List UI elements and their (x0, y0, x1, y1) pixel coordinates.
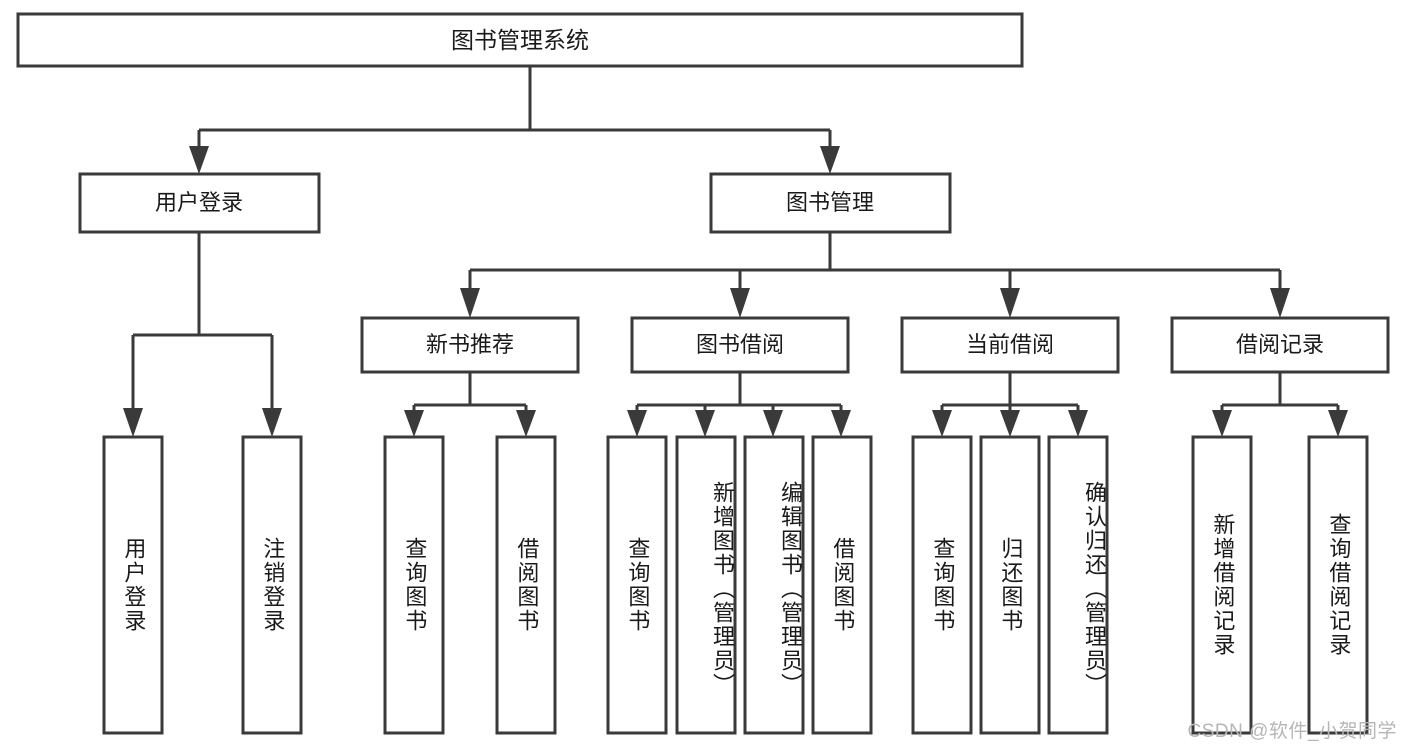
leaf-box-borrow-book-2[interactable] (811, 435, 873, 735)
arrowhead-book-borrow (730, 288, 750, 318)
node-new-book-recommend[interactable]: 新书推荐 (360, 316, 580, 374)
book-management-box-label: 图书管理 (786, 190, 874, 215)
node-root-book-management-system[interactable]: 图书管理系统 (16, 12, 1024, 68)
leaf-box-query-book-1[interactable] (383, 435, 445, 735)
leaf-box-query-book-3[interactable] (911, 435, 973, 735)
root-box-label: 图书管理系统 (451, 27, 589, 53)
node-user-login[interactable]: 用户登录 (78, 172, 321, 234)
arrowhead-leaf-query-book-2 (627, 410, 647, 437)
arrowhead-leaf-query-book-1 (404, 410, 424, 437)
node-book-management[interactable]: 图书管理 (709, 172, 952, 234)
arrowhead-leaf-query-record (1328, 410, 1348, 437)
arrowhead-leaf-query-book-3 (932, 410, 952, 437)
current-borrow-box-label: 当前借阅 (966, 332, 1054, 357)
arrowhead-borrow-record (1270, 288, 1290, 318)
new-book-recommend-box-label: 新书推荐 (426, 332, 514, 357)
book-borrow-box-rect (630, 316, 850, 374)
arrowhead-current-borrow (1000, 288, 1020, 318)
arrowhead-leaf-logout (262, 408, 282, 437)
arrowhead-book-management (820, 146, 840, 174)
leaf-box-logout[interactable] (241, 435, 303, 735)
arrowhead-leaf-borrow-book-1 (516, 410, 536, 437)
current-borrow-box-rect (900, 316, 1120, 374)
node-current-borrow[interactable]: 当前借阅 (900, 316, 1120, 374)
csdn-watermark: CSDN @软件_小贺同学 (1187, 721, 1397, 742)
leaf-box-borrow-book-1[interactable] (495, 435, 557, 735)
arrowhead-leaf-user-login (123, 408, 143, 437)
root-box-rect (16, 12, 1024, 68)
book-management-box-rect (709, 172, 952, 234)
leaf-box-edit-book[interactable] (743, 435, 805, 735)
leaf-box-confirm-return[interactable] (1047, 435, 1109, 735)
arrowhead-leaf-edit-book (763, 410, 783, 437)
new-book-recommend-box-rect (360, 316, 580, 374)
book-borrow-box-label: 图书借阅 (696, 332, 784, 357)
arrowhead-leaf-borrow-book-2 (831, 410, 851, 437)
arrowhead-leaf-confirm-return (1068, 410, 1088, 437)
arrowhead-leaf-add-book (695, 410, 715, 437)
leaf-box-return-book[interactable] (979, 435, 1041, 735)
node-book-borrow[interactable]: 图书借阅 (630, 316, 850, 374)
leaf-box-query-record[interactable] (1307, 435, 1369, 735)
node-borrow-record[interactable]: 借阅记录 (1170, 316, 1390, 374)
leaf-box-user-login[interactable] (102, 435, 164, 735)
arrowhead-leaf-add-record (1212, 410, 1232, 437)
arrowhead-new-book-recommend (460, 288, 480, 318)
arrowhead-user-login (189, 146, 209, 174)
leaf-box-query-book-2[interactable] (606, 435, 668, 735)
leaf-box-add-record[interactable] (1191, 435, 1253, 735)
leaf-box-add-book[interactable] (675, 435, 737, 735)
borrow-record-box-rect (1170, 316, 1390, 374)
borrow-record-box-label: 借阅记录 (1236, 332, 1324, 357)
user-login-box-label: 用户登录 (155, 190, 243, 215)
arrowhead-leaf-return-book (1000, 410, 1020, 437)
